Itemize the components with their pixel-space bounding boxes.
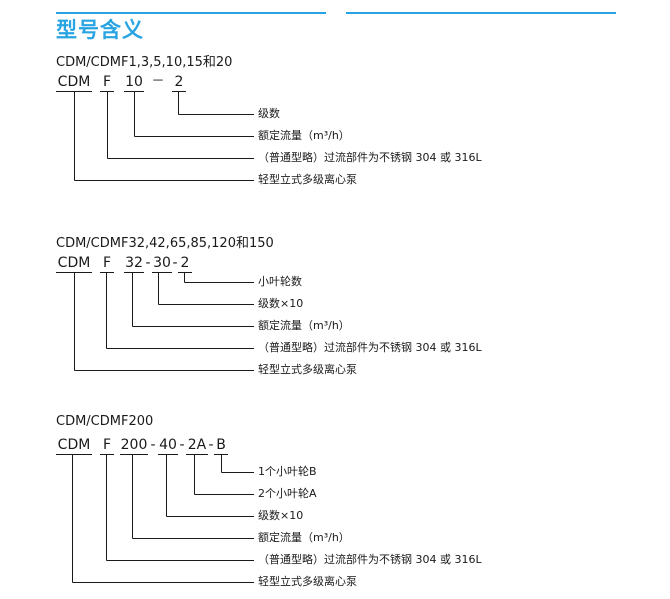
desc-material: （普通型略）过流部件为不锈钢 304 或 316L (258, 151, 482, 164)
code-separator: - (208, 437, 214, 453)
code-series: CDM (57, 74, 91, 90)
code-separator: - (150, 437, 156, 453)
desc-material: （普通型略）过流部件为不锈钢 304 或 316L (258, 341, 482, 354)
desc-flow: 额定流量（m³/h） (258, 129, 350, 142)
desc-stages: 级数×10 (258, 297, 304, 310)
desc-series: 轻型立式多级离心泵 (258, 173, 357, 186)
code-flow: 10 (125, 74, 143, 90)
desc-impeller-b: 1个小叶轮B (258, 465, 317, 478)
code-series: CDM (57, 437, 91, 453)
section-heading: CDM/CDMF1,3,5,10,15和20 (56, 55, 233, 70)
code-separator: - (172, 255, 178, 271)
desc-series: 轻型立式多级离心泵 (258, 363, 357, 376)
desc-material: （普通型略）过流部件为不锈钢 304 或 316L (258, 553, 482, 566)
code-separator: - (179, 437, 185, 453)
code-flow: 200 (120, 437, 148, 453)
desc-series: 轻型立式多级离心泵 (258, 575, 357, 588)
code-separator: － (151, 74, 165, 89)
desc-impeller-a: 2个小叶轮A (258, 487, 317, 500)
code-impeller-b: B (216, 437, 226, 453)
header-rule-left (56, 12, 326, 14)
code-stages: 2 (174, 74, 184, 90)
code-material: F (102, 255, 112, 271)
code-material: F (102, 74, 112, 90)
code-impeller-a: 2A (187, 437, 207, 453)
desc-flow: 额定流量（m³/h） (258, 531, 350, 544)
desc-impellers: 小叶轮数 (258, 275, 302, 288)
code-stages: 40 (159, 437, 177, 453)
code-impellers: 2 (180, 255, 190, 271)
code-stages: 30 (153, 255, 171, 271)
code-flow: 32 (125, 255, 143, 271)
desc-stages: 级数×10 (258, 509, 304, 522)
header-rule-right (346, 12, 616, 14)
section-heading: CDM/CDMF200 (56, 414, 154, 429)
section-heading: CDM/CDMF32,42,65,85,120和150 (56, 236, 274, 251)
desc-flow: 额定流量（m³/h） (258, 319, 350, 332)
code-separator: - (145, 255, 151, 271)
page-title: 型号含义 (56, 18, 144, 42)
code-material: F (102, 437, 112, 453)
code-series: CDM (57, 255, 91, 271)
desc-stages: 级数 (258, 107, 280, 120)
